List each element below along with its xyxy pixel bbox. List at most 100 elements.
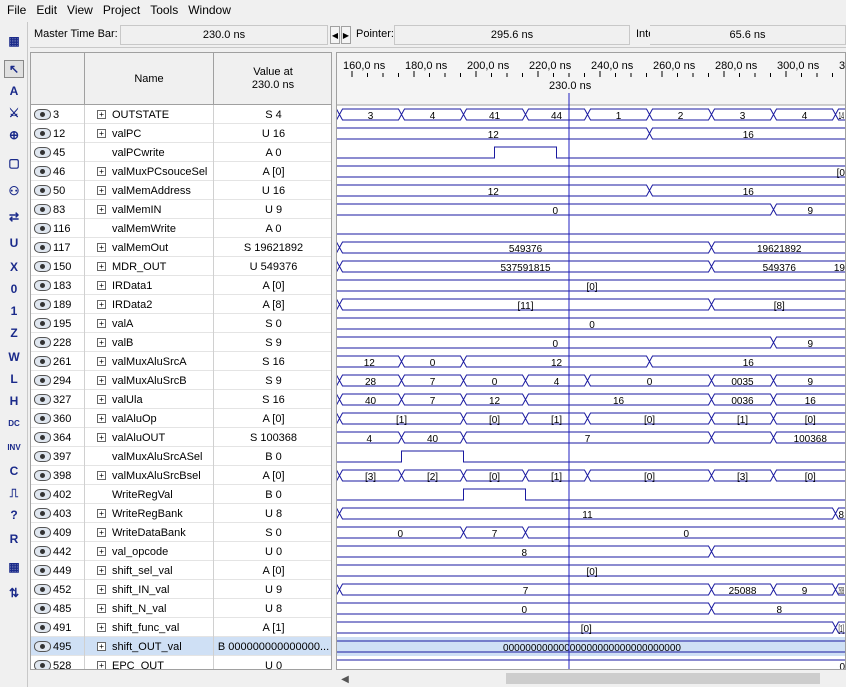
signal-name-cell[interactable]: valMuxAluSrcASel bbox=[85, 447, 214, 466]
replace-icon[interactable]: ⇄ bbox=[8, 210, 20, 224]
expand-icon[interactable]: + bbox=[97, 319, 106, 328]
invert-icon[interactable]: INV bbox=[7, 442, 21, 452]
signal-name-cell[interactable]: +shift_OUT_val bbox=[85, 637, 214, 656]
waveform-row[interactable]: 0 bbox=[337, 659, 846, 670]
signal-name-cell[interactable]: +valMuxAluSrcA bbox=[85, 352, 214, 371]
waveform-row[interactable] bbox=[337, 146, 846, 159]
menu-window[interactable]: Window bbox=[188, 2, 231, 17]
find-icon[interactable]: ⚇ bbox=[8, 184, 20, 198]
expand-icon[interactable]: + bbox=[97, 509, 106, 518]
signal-name-cell[interactable]: +valA bbox=[85, 314, 214, 333]
signal-name-cell[interactable]: +shift_sel_val bbox=[85, 561, 214, 580]
expand-icon[interactable]: + bbox=[97, 642, 106, 651]
expand-icon[interactable]: + bbox=[97, 376, 106, 385]
signal-name-cell[interactable]: +valMuxAluSrcBsel bbox=[85, 466, 214, 485]
sort-icon[interactable]: ⇅ bbox=[8, 586, 20, 600]
weak-low-icon[interactable]: L bbox=[10, 372, 18, 386]
weak-unknown-icon[interactable]: W bbox=[8, 350, 20, 364]
expand-icon[interactable]: + bbox=[97, 623, 106, 632]
signal-name-cell[interactable]: +val_opcode bbox=[85, 542, 214, 561]
signal-name-cell[interactable]: +shift_func_val bbox=[85, 618, 214, 637]
clock-icon[interactable]: ⎍ bbox=[9, 485, 19, 500]
high-impedance-icon[interactable]: Z bbox=[10, 326, 18, 340]
random-values-icon[interactable]: R bbox=[9, 532, 19, 546]
signal-name-cell[interactable]: +valB bbox=[85, 333, 214, 352]
signal-name-cell[interactable]: +IRData1 bbox=[85, 276, 214, 295]
expand-icon[interactable]: + bbox=[97, 661, 106, 669]
expand-icon[interactable]: + bbox=[97, 129, 106, 138]
signal-name-cell[interactable]: +IRData2 bbox=[85, 295, 214, 314]
signal-name-cell[interactable]: +valAluOUT bbox=[85, 428, 214, 447]
uninitialized-icon[interactable]: U bbox=[9, 236, 19, 250]
expand-icon[interactable]: + bbox=[97, 281, 106, 290]
prev-transition-button[interactable]: ◀ bbox=[330, 26, 340, 44]
expand-icon[interactable]: + bbox=[97, 414, 106, 423]
waveform-row[interactable]: [0][1] bbox=[337, 621, 846, 635]
scroll-thumb[interactable] bbox=[506, 673, 820, 684]
full-screen-icon[interactable]: ▢ bbox=[8, 156, 20, 170]
expand-icon[interactable]: + bbox=[97, 167, 106, 176]
expand-icon[interactable]: + bbox=[97, 566, 106, 575]
waveform-row[interactable]: [1][0][1][0][1][0] bbox=[337, 412, 846, 426]
count-value-icon[interactable]: C bbox=[9, 464, 19, 478]
waveform-row[interactable]: [0] bbox=[337, 564, 846, 578]
header-value-at[interactable]: Value at 230.0 ns bbox=[214, 53, 331, 105]
waveform-row[interactable]: [0] bbox=[337, 279, 846, 293]
waveform-row[interactable] bbox=[337, 450, 846, 463]
menu-file[interactable]: File bbox=[7, 2, 27, 17]
signal-name-cell[interactable]: WriteRegVal bbox=[85, 485, 214, 504]
signal-name-cell[interactable]: +valMemIN bbox=[85, 200, 214, 219]
forcing-low-icon[interactable]: 0 bbox=[10, 282, 18, 296]
signal-name-cell[interactable]: +valUla bbox=[85, 390, 214, 409]
forcing-high-icon[interactable]: 1 bbox=[10, 304, 18, 318]
waveform-row[interactable]: 0 bbox=[337, 317, 846, 331]
expand-icon[interactable]: + bbox=[97, 433, 106, 442]
arbitrary-value-icon[interactable]: ? bbox=[10, 508, 18, 522]
waveform-row[interactable] bbox=[337, 488, 846, 501]
expand-icon[interactable]: + bbox=[97, 585, 106, 594]
waveform-editing-icon[interactable]: ⚔ bbox=[8, 106, 20, 120]
signal-name-cell[interactable]: valMemWrite bbox=[85, 219, 214, 238]
expand-icon[interactable]: + bbox=[97, 110, 106, 119]
expand-icon[interactable]: + bbox=[97, 186, 106, 195]
signal-name-cell[interactable]: +shift_N_val bbox=[85, 599, 214, 618]
signal-name-cell[interactable]: +valMuxAluSrcB bbox=[85, 371, 214, 390]
signal-name-cell[interactable]: +valMemAddress bbox=[85, 181, 214, 200]
next-transition-button[interactable]: ▶ bbox=[341, 26, 351, 44]
expand-icon[interactable]: + bbox=[97, 357, 106, 366]
waveform-editor-icon[interactable]: ▦ bbox=[8, 34, 20, 48]
signal-name-cell[interactable]: +OUTSTATE bbox=[85, 105, 214, 124]
expand-icon[interactable]: + bbox=[97, 243, 106, 252]
expand-icon[interactable]: + bbox=[97, 604, 106, 613]
